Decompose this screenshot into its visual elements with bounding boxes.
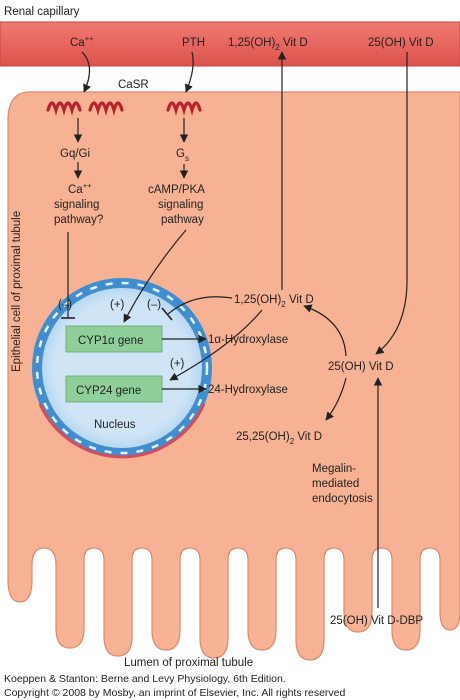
ca-signal-line-2: signaling xyxy=(54,199,99,211)
vitd-2525-label: 25,25(OH)2 Vit D xyxy=(236,431,322,446)
camp-line-3: pathway xyxy=(161,214,204,226)
cyp1a-gene-box xyxy=(65,325,163,353)
megalin-line-2: mediated xyxy=(312,478,359,490)
nucleus-label: Nucleus xyxy=(94,419,136,431)
camp-line-2: signaling xyxy=(158,199,203,211)
casr-receptor-left xyxy=(46,101,82,116)
ca-signal-line-3: pathway? xyxy=(54,214,103,226)
minus-sign-2: (–) xyxy=(147,299,161,311)
renal-capillary xyxy=(0,21,460,67)
renal-capillary-label: Renal capillary xyxy=(4,6,80,18)
nucleus-red-rim xyxy=(38,403,206,459)
arrow-ca-to-casr xyxy=(81,51,91,93)
hydroxylase-24-label: 24-Hydroxylase xyxy=(208,384,288,396)
pth-receptor xyxy=(166,101,202,116)
megalin-line-3: endocytosis xyxy=(312,493,373,505)
nucleus-pores xyxy=(35,281,209,455)
vitd-25-top-label: 25(OH) Vit D xyxy=(368,37,434,49)
vitd-inhibit-cyp1a-bar xyxy=(161,307,173,321)
ca-signal-line-1: Ca++ xyxy=(68,181,92,196)
arrow-pth-to-receptor xyxy=(185,51,194,93)
credit-line-2: Copyright © 2008 by Mosby, an imprint of… xyxy=(4,687,346,699)
cyp24-gene-label: CYP24 gene xyxy=(76,385,141,397)
minus-sign-1: (–) xyxy=(58,299,72,311)
cell-side-label: Epithelial cell of proximal tubule xyxy=(11,211,23,372)
casr-receptor-right xyxy=(88,101,124,116)
arrow-vitd25-to-vitd125 xyxy=(303,304,347,357)
arrow-vitd-to-cyp24 xyxy=(169,309,263,381)
arrow-vitd25-from-capillary xyxy=(375,52,408,355)
gq-gi-label: Gq/Gi xyxy=(60,148,90,160)
ca-top-label: Ca++ xyxy=(70,34,94,49)
arrow-camp-to-cyp1a xyxy=(123,229,187,323)
epithelial-cell xyxy=(7,91,460,661)
plus-sign-2: (+) xyxy=(170,358,185,370)
arrow-vitd25-to-vitd2525 xyxy=(325,377,347,421)
vitd-inhibit-cyp1a-line xyxy=(167,296,233,315)
cyp1a-gene-label: CYP1α gene xyxy=(78,335,143,347)
lumen-label: Lumen of proximal tubule xyxy=(124,657,253,669)
hydroxylase-1a-label: 1α-Hydroxylase xyxy=(208,334,288,346)
pth-label: PTH xyxy=(182,37,205,49)
casr-label: CaSR xyxy=(118,79,149,91)
camp-line-1: cAMP/PKA xyxy=(148,184,205,196)
credit-line-1: Koeppen & Stanton: Berne and Levy Physio… xyxy=(4,673,286,685)
megalin-line-1: Megalin- xyxy=(312,463,356,475)
vitd-dbp-label: 25(OH) Vit D-DBP xyxy=(330,615,423,627)
vitd-125-mid-label: 1,25(OH)2 Vit D xyxy=(234,294,314,309)
plus-sign-1: (+) xyxy=(110,299,125,311)
vitd-25-mid-label: 25(OH) Vit D xyxy=(328,361,394,373)
gs-label: Gs xyxy=(176,148,189,163)
vitd-125-top-label: 1,25(OH)2 Vit D xyxy=(228,37,308,52)
